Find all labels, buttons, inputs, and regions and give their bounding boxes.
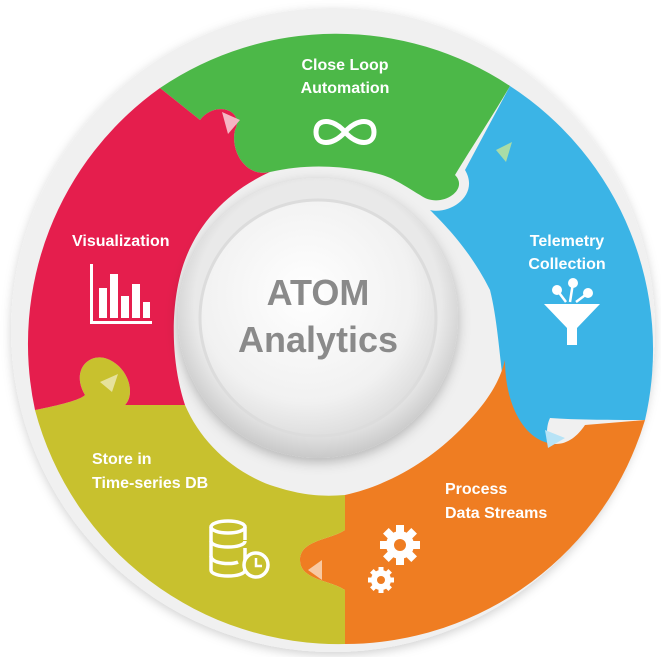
arrow-icon (100, 374, 118, 392)
gears-icon (368, 525, 420, 593)
hub-face (198, 198, 438, 438)
label-telemetry-line2: Collection (528, 256, 605, 273)
label-process-line1: Process (445, 481, 507, 498)
label-close-loop-line1: Close Loop (301, 57, 388, 74)
arrow-markers (100, 112, 565, 580)
infinity-icon (313, 119, 377, 145)
segment-labels: Close Loop Automation Telemetry Collecti… (72, 57, 606, 522)
center-title-line2: Analytics (238, 319, 398, 360)
arrow-icon (496, 142, 512, 162)
center-title-line1: ATOM (267, 272, 370, 313)
arrow-icon (308, 560, 322, 580)
database-clock-icon (209, 519, 270, 579)
segment-close-loop[interactable] (160, 33, 510, 201)
segment-visualization[interactable] (27, 88, 271, 410)
label-store-line1: Store in (92, 451, 152, 468)
arrow-icon (545, 430, 565, 448)
label-store-line2: Time-series DB (92, 475, 208, 492)
segment-telemetry[interactable] (430, 86, 654, 466)
funnel-icon (544, 278, 600, 345)
arrow-icon (222, 112, 240, 134)
label-visualization: Visualization (72, 233, 170, 250)
label-process-line2: Data Streams (445, 505, 547, 522)
label-telemetry-line1: Telemetry (530, 233, 605, 250)
bar-chart-icon (90, 264, 152, 324)
label-close-loop-line2: Automation (301, 80, 390, 97)
